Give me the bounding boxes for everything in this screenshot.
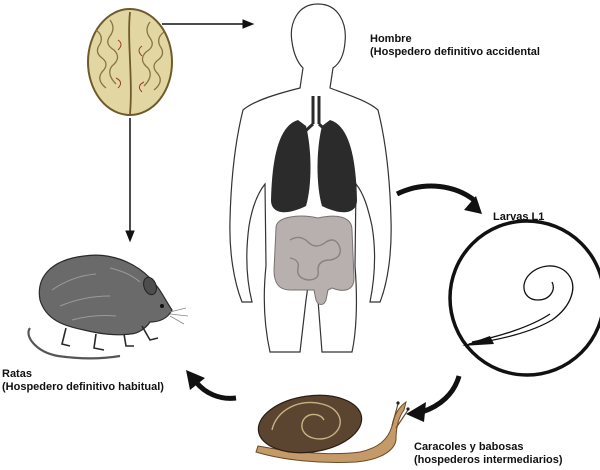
snail-illustration [255,394,410,464]
snails-label-subtitle: (hospederos intermediarios) [414,454,563,466]
snails-label: Caracoles y babosas (hospederos intermed… [414,441,563,467]
intestine-illustration [273,215,355,305]
rat-illustration [27,254,189,360]
rats-label-title: Ratas [2,368,32,380]
snails-label-title: Caracoles y babosas [414,441,524,453]
brain-illustration [87,8,173,116]
larvae-to-snail-arrow [406,375,462,422]
larva-l1-illustration [448,219,600,377]
human-label: Hombre (Hospedero definitivo accidental [370,33,540,59]
human-to-larvae-arrow [395,183,482,214]
snail-to-rat-arrow [186,370,237,401]
human-label-title: Hombre [370,33,412,45]
rats-label: Ratas (Hospedero definitivo habitual) [2,368,164,394]
rats-label-subtitle: (Hospedero definitivo habitual) [2,381,164,393]
lungs-illustration [271,96,357,213]
larvae-label: Larvas L1 [493,211,545,223]
human-label-subtitle: (Hospedero definitivo accidental [370,46,540,58]
human-silhouette [229,3,392,353]
